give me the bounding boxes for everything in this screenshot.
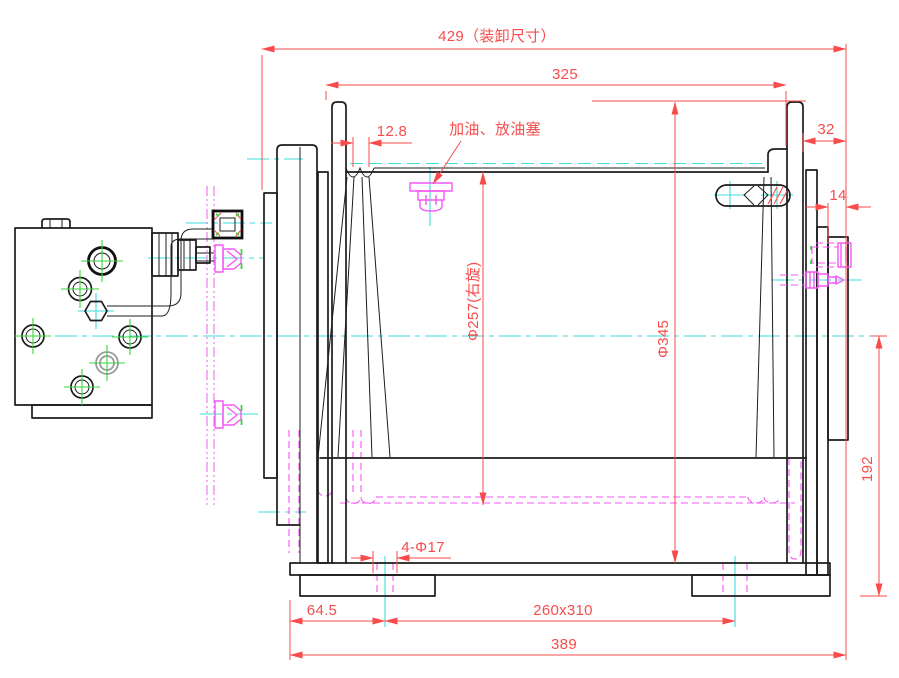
holes-note-label: 4-Φ17 xyxy=(401,539,445,556)
left-drum-flange xyxy=(331,101,347,564)
dim-192-label: 192 xyxy=(859,456,876,482)
left-port-plug-lower xyxy=(214,400,243,429)
left-port-plug-upper xyxy=(214,244,243,273)
dia-345-label: Φ345 xyxy=(655,320,672,358)
dimensions: 429（装卸尺寸） 325 12.8 加油、放油塞 32 14 Φ257(右旋)… xyxy=(261,28,887,660)
oil-plug-note-label: 加油、放油塞 xyxy=(449,120,541,138)
dim-12-8-label: 12.8 xyxy=(377,123,407,140)
dim-429-label: 429（装卸尺寸） xyxy=(438,28,556,45)
hex-plug xyxy=(84,300,108,322)
base-plate xyxy=(289,562,831,576)
dim-14-label: 14 xyxy=(829,187,846,204)
right-bearing-housing xyxy=(827,236,849,441)
right-foot xyxy=(691,574,831,597)
dim-389-label: 389 xyxy=(551,636,577,653)
hydraulic-pipe xyxy=(107,228,213,307)
rope-anchor-slot xyxy=(715,184,791,207)
port-crosshairs xyxy=(15,240,148,405)
dim-260x310-label: 260x310 xyxy=(533,602,593,619)
right-drum-flange xyxy=(786,101,804,564)
right-bleed-bolt xyxy=(780,271,845,289)
dim-325-label: 325 xyxy=(552,66,578,83)
left-foot xyxy=(299,574,436,597)
winch-frame-and-drum xyxy=(263,101,849,597)
dim-64-5-label: 64.5 xyxy=(307,602,337,619)
dim-32-label: 32 xyxy=(817,121,834,138)
hydraulic-fittings xyxy=(214,182,852,429)
dia-257-label: Φ257(右旋) xyxy=(465,262,482,341)
rope-grooves xyxy=(345,166,375,178)
oil-drain-plug xyxy=(409,182,453,212)
banjo-fitting xyxy=(211,209,244,240)
